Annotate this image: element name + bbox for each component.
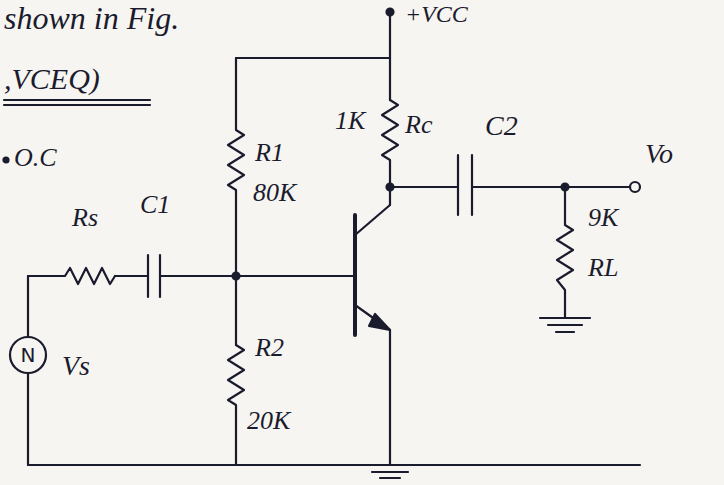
wire bbox=[236, 275, 355, 277]
ac-source-symbol bbox=[10, 337, 46, 373]
wire bbox=[389, 12, 391, 100]
resistor-symbol bbox=[557, 187, 573, 318]
resistor-value: 1K bbox=[335, 108, 365, 134]
wire bbox=[236, 57, 390, 59]
resistor-name: R1 bbox=[255, 140, 284, 166]
resistor-name: RL bbox=[588, 255, 618, 281]
supply-label: +VCC bbox=[405, 2, 468, 26]
underline bbox=[4, 100, 150, 105]
resistor-value: 80K bbox=[253, 180, 296, 206]
ground-symbol bbox=[540, 318, 590, 332]
capacitor-name: C2 bbox=[485, 112, 518, 140]
capacitor-symbol bbox=[115, 255, 236, 297]
resistor-name: R2 bbox=[255, 335, 284, 361]
emitter-arrow bbox=[369, 314, 390, 330]
resistor-name: Rc bbox=[405, 112, 432, 138]
resistor-value: 20K bbox=[247, 408, 290, 434]
resistor-name: Rs bbox=[72, 205, 98, 231]
ground-rail bbox=[28, 464, 640, 466]
ground-symbol bbox=[372, 472, 408, 478]
quantity-label: ,VCEQ) bbox=[4, 64, 100, 94]
heading-text: shown in Fig. bbox=[4, 2, 179, 34]
transistor-collector bbox=[355, 205, 390, 235]
supply-terminal bbox=[387, 9, 394, 16]
source-label: Vs bbox=[62, 352, 90, 380]
wire bbox=[27, 276, 29, 465]
resistor-symbol bbox=[382, 100, 398, 205]
resistor-value: 9K bbox=[588, 205, 618, 231]
note-label: O.C bbox=[14, 145, 57, 171]
transistor-emitter bbox=[355, 305, 390, 465]
output-label: Vo bbox=[645, 140, 673, 168]
output-terminal bbox=[630, 182, 640, 192]
resistor-symbol bbox=[28, 268, 115, 284]
source-symbol-text: N bbox=[21, 345, 36, 365]
bullet-dot bbox=[4, 158, 9, 163]
capacitor-name: C1 bbox=[140, 192, 170, 218]
resistor-symbol bbox=[228, 345, 244, 465]
resistor-symbol bbox=[228, 58, 244, 345]
